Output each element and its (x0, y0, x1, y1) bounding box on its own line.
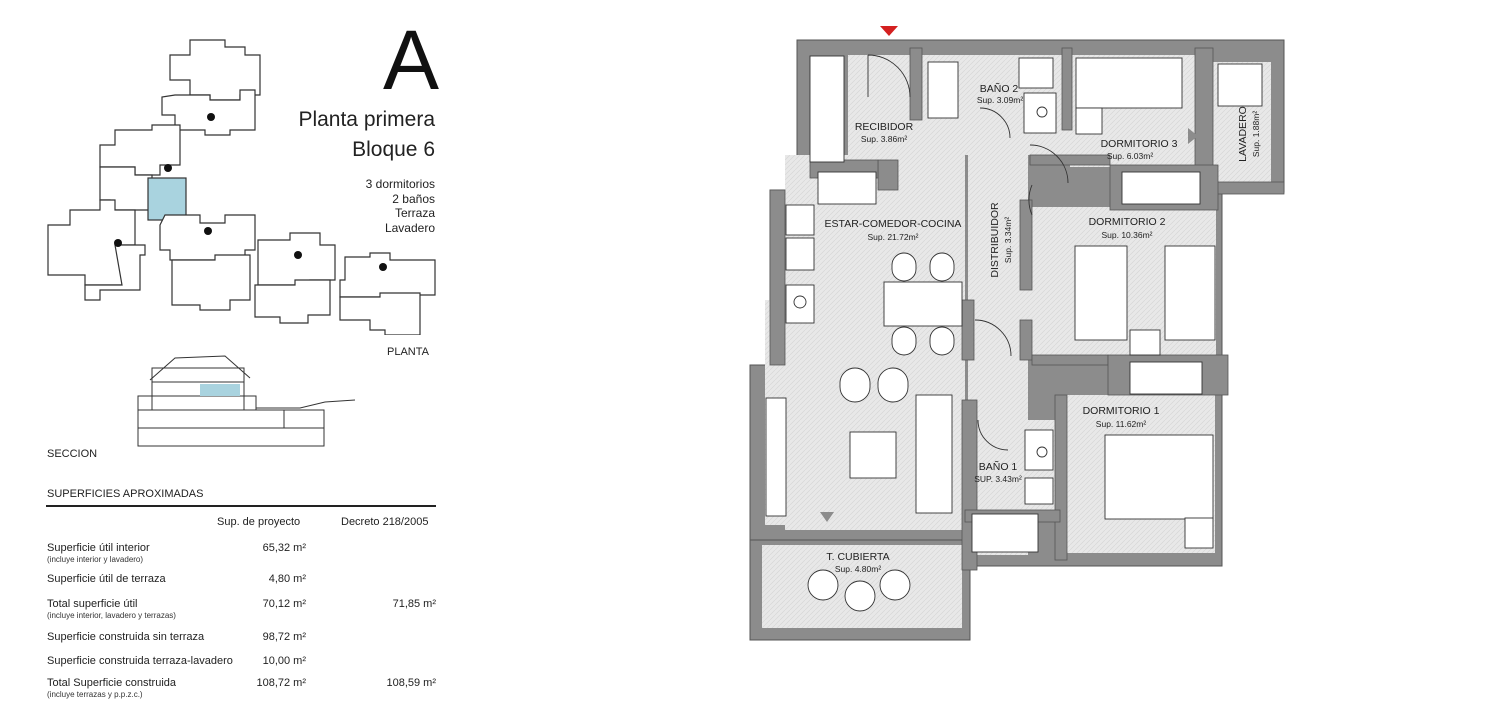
key-plan-drawing (47, 39, 436, 335)
surface-value-interior: 65,32 m² (262, 542, 306, 554)
surface-decree-total-useful: 71,85 m² (392, 598, 436, 610)
surface-label-total-useful: Total superficie útil (47, 598, 138, 610)
feature-bedrooms: 3 dormitorios (365, 177, 435, 191)
surface-label-total-built: Total Superficie construida (47, 677, 177, 689)
room-area-dormitorio3: Sup. 6.03m² (1107, 151, 1153, 161)
room-area-recibidor: Sup. 3.86m² (861, 134, 907, 144)
column-header-project: Sup. de proyecto (217, 516, 301, 528)
features-list: 3 dormitorios 2 baños Terraza Lavadero (366, 177, 435, 235)
surface-note-total-useful: (incluye interior, lavadero y terrazas) (47, 611, 176, 620)
surface-value-terrace: 4,80 m² (268, 573, 306, 585)
surface-note-interior: (incluye interior y lavadero) (47, 555, 144, 564)
room-label-dormitorio3: DORMITORIO 3 (1101, 138, 1178, 150)
room-area-dormitorio1: Sup. 11.62m² (1096, 419, 1147, 429)
surface-label-built-no-terrace: Superficie construida sin terraza (47, 631, 205, 643)
floor-title: Planta primera (298, 108, 435, 131)
room-label-bano2: BAÑO 2 (980, 82, 1019, 95)
room-label-dormitorio2: DORMITORIO 2 (1089, 216, 1166, 228)
column-header-decree: Decreto 218/2005 (341, 516, 429, 528)
surface-value-built-no-terrace: 98,72 m² (262, 631, 306, 643)
feature-laundry: Lavadero (384, 220, 435, 235)
key-plan-label: PLANTA (387, 346, 429, 358)
surface-label-interior: Superficie útil interior (47, 542, 150, 554)
room-area-estar-comedor-cocina: Sup. 21.72m² (867, 232, 918, 242)
room-label-estar-comedor-cocina: ESTAR-COMEDOR-COCINA (825, 218, 962, 230)
room-label-bano1: BAÑO 1 (979, 460, 1018, 473)
feature-terrace: Terraza (394, 206, 435, 220)
chairs (793, 106, 1048, 612)
door-swings (867, 54, 1069, 451)
room-area-bano2: Sup. 3.09m² (977, 95, 1023, 105)
feature-bathrooms: 2 baños (392, 191, 435, 206)
section-label: SECCION (47, 448, 98, 460)
floor-plan: RECIBIDOR Sup. 3.86m² BAÑO 2 Sup. 3.09m²… (749, 26, 1285, 641)
room-area-lavadero: Sup. 1.88m² (1251, 111, 1261, 157)
room-label-t-cubierta: T. CUBIERTA (826, 551, 889, 563)
furniture (765, 55, 1263, 553)
room-area-bano1: SUP. 3.43m² (974, 474, 1022, 484)
room-area-distribuidor: Sup. 3.34m² (1003, 217, 1013, 263)
section-drawing (137, 355, 356, 447)
surface-label-built-terrace-laundry: Superficie construida terraza-lavadero (47, 655, 233, 667)
room-label-dormitorio1: DORMITORIO 1 (1083, 405, 1160, 417)
surfaces-divider (46, 505, 436, 507)
block-title: Bloque 6 (352, 138, 435, 161)
surface-label-terrace: Superficie útil de terraza (47, 573, 166, 585)
entrance-marker (880, 26, 898, 36)
surface-value-total-built: 108,72 m² (256, 677, 306, 689)
surface-value-total-useful: 70,12 m² (262, 598, 306, 610)
surface-note-total-built: (incluye terrazas y p.p.z.c.) (47, 690, 143, 699)
room-label-recibidor: RECIBIDOR (855, 121, 914, 133)
room-labels: RECIBIDOR Sup. 3.86m² BAÑO 2 Sup. 3.09m²… (825, 82, 1261, 574)
surface-decree-total-built: 108,59 m² (386, 677, 436, 689)
room-label-distribuidor: DISTRIBUIDOR (989, 202, 1001, 278)
room-area-t-cubierta: Sup. 4.80m² (835, 564, 881, 574)
bedroom3-marker (1188, 128, 1198, 144)
surfaces-title: SUPERFICIES APROXIMADAS (47, 488, 204, 500)
unit-type-letter: A (383, 13, 440, 107)
room-area-dormitorio2: Sup. 10.36m² (1101, 230, 1152, 240)
room-label-lavadero: LAVADERO (1237, 106, 1249, 162)
surface-value-built-terrace-laundry: 10,00 m² (262, 655, 306, 667)
terrace-marker (820, 512, 834, 522)
